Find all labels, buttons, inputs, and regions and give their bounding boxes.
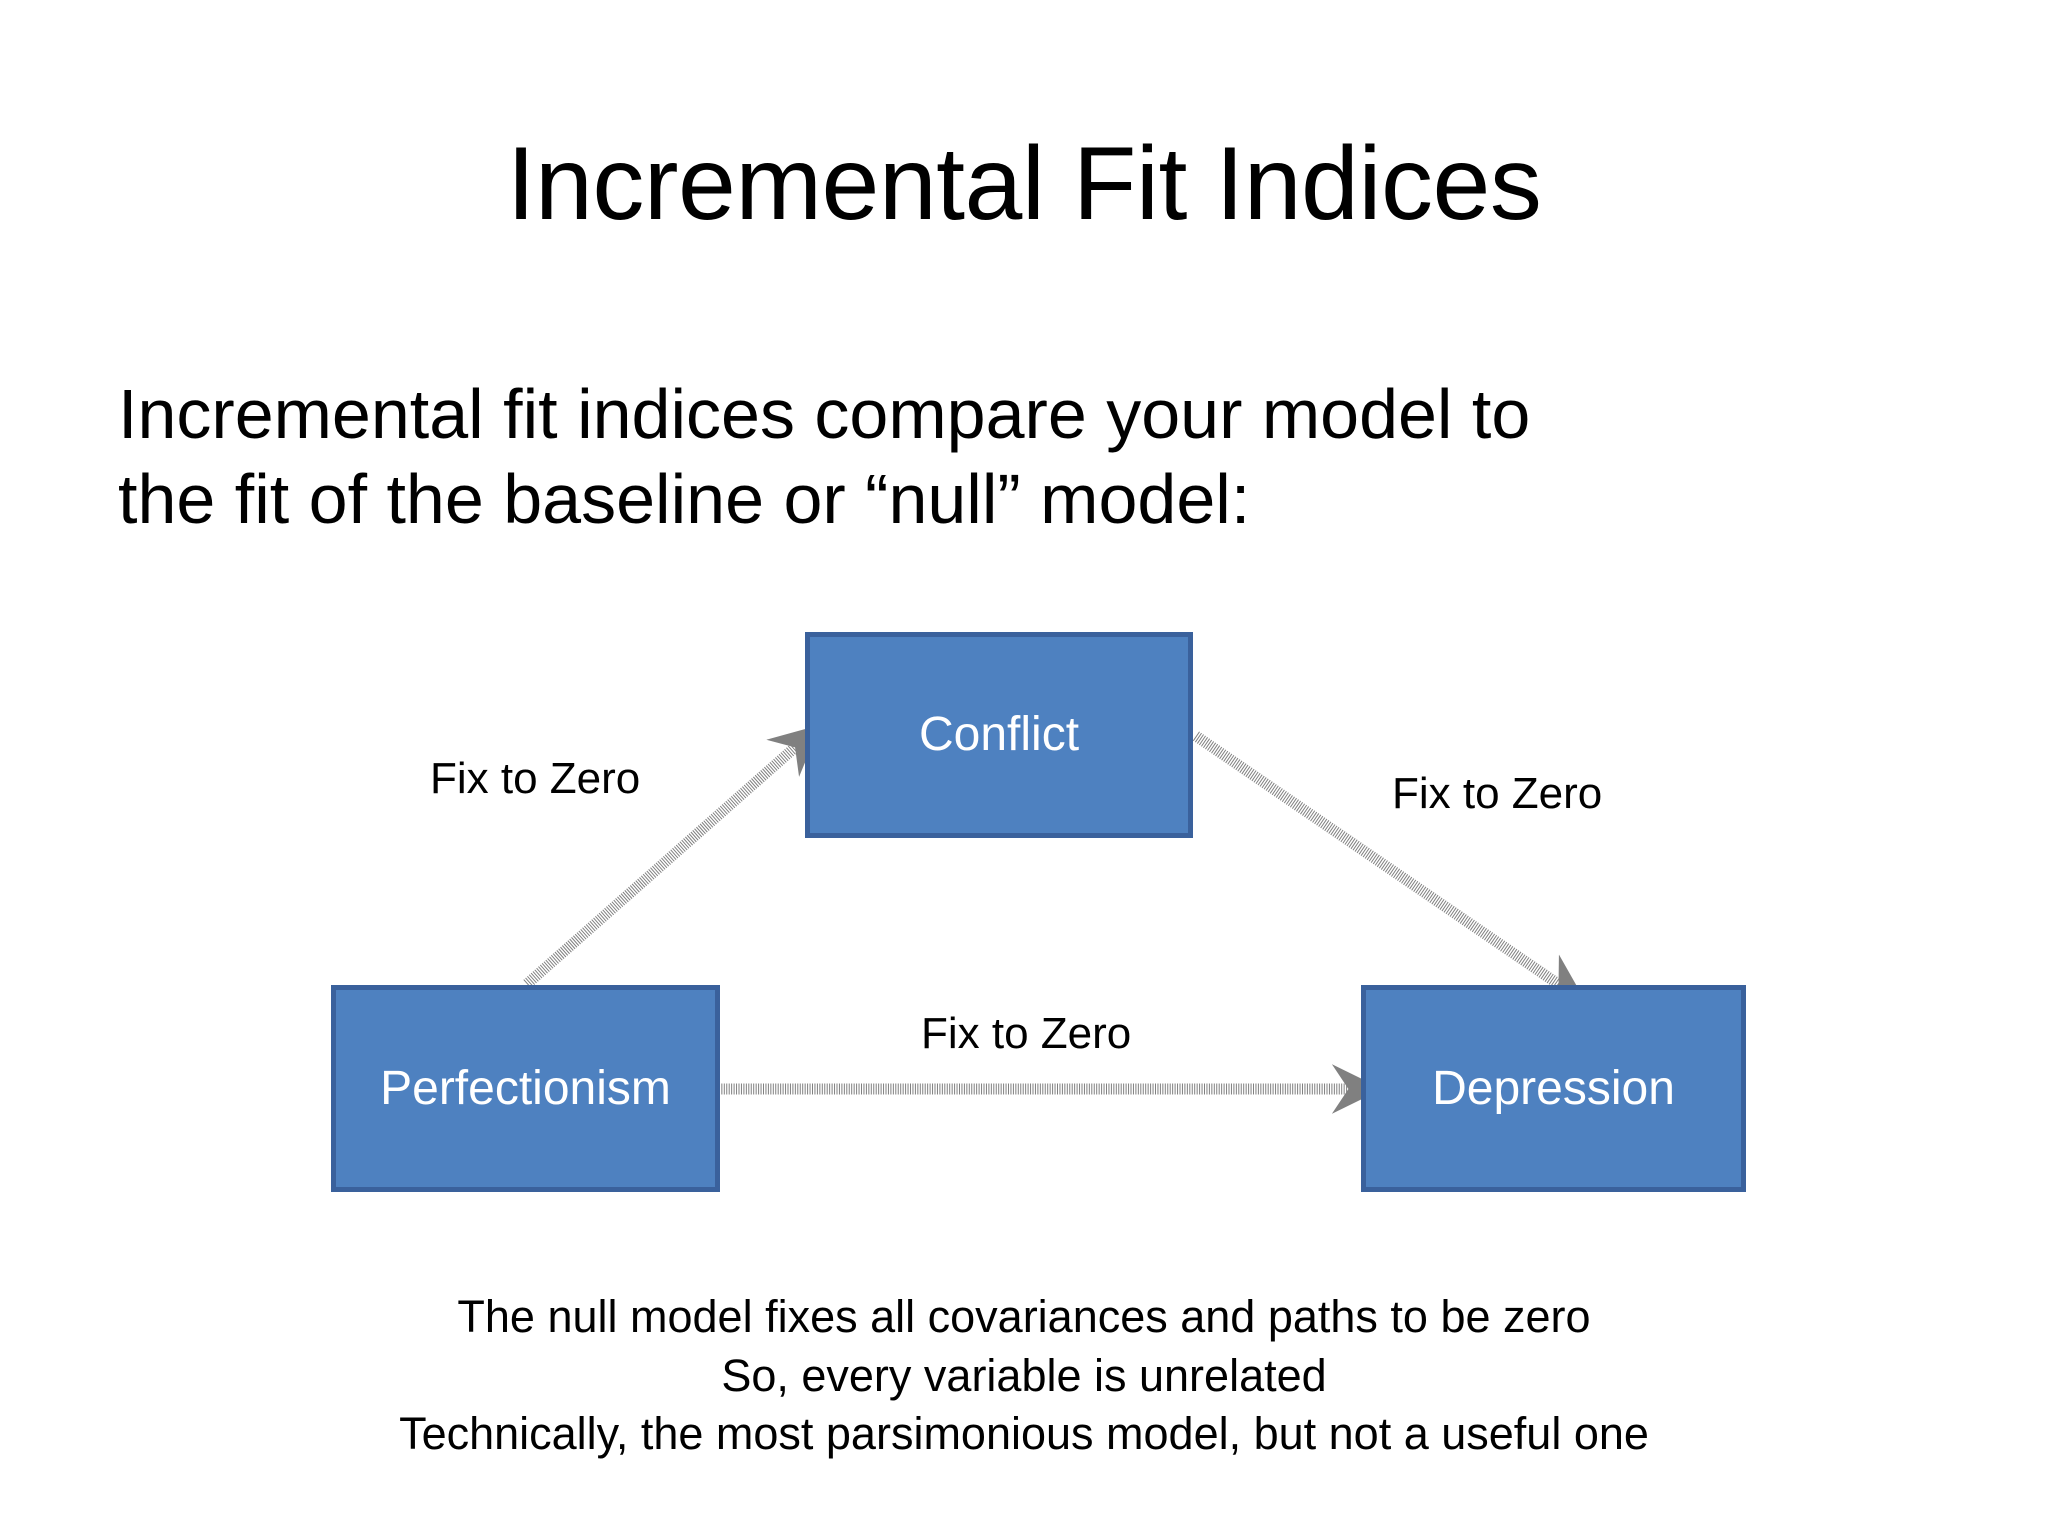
edge-conflict-to-depression [1192, 731, 1587, 1004]
body-paragraph: Incremental fit indices compare your mod… [118, 372, 1948, 543]
caption-line-3: Technically, the most parsimonious model… [399, 1408, 1649, 1459]
page-title: Incremental Fit Indices [506, 126, 1542, 242]
body-line-1: Incremental fit indices compare your mod… [118, 375, 1531, 453]
caption-line-1: The null model fixes all covariances and… [457, 1291, 1591, 1342]
edge-label-conflict-to-depression: Fix to Zero [1392, 769, 1603, 818]
body-line-2: the fit of the baseline or “null” model: [118, 460, 1251, 539]
node-conflict[interactable]: Conflict [805, 632, 1193, 838]
node-conflict-label: Conflict [918, 708, 1080, 761]
edge-perfectionism-to-conflict [523, 724, 821, 989]
node-perfectionism-label: Perfectionism [380, 1061, 671, 1115]
node-depression-label: Depression [1432, 1061, 1675, 1115]
node-depression[interactable]: Depression [1361, 985, 1746, 1192]
caption-block: The null model fixes all covariances and… [0, 1288, 2048, 1464]
edge-label-perfectionism-to-conflict: Fix to Zero [430, 754, 641, 803]
edge-label-perfectionism-to-depression: Fix to Zero [921, 1009, 1132, 1058]
caption-line-2: So, every variable is unrelated [721, 1349, 1327, 1401]
node-perfectionism[interactable]: Perfectionism [331, 985, 720, 1192]
